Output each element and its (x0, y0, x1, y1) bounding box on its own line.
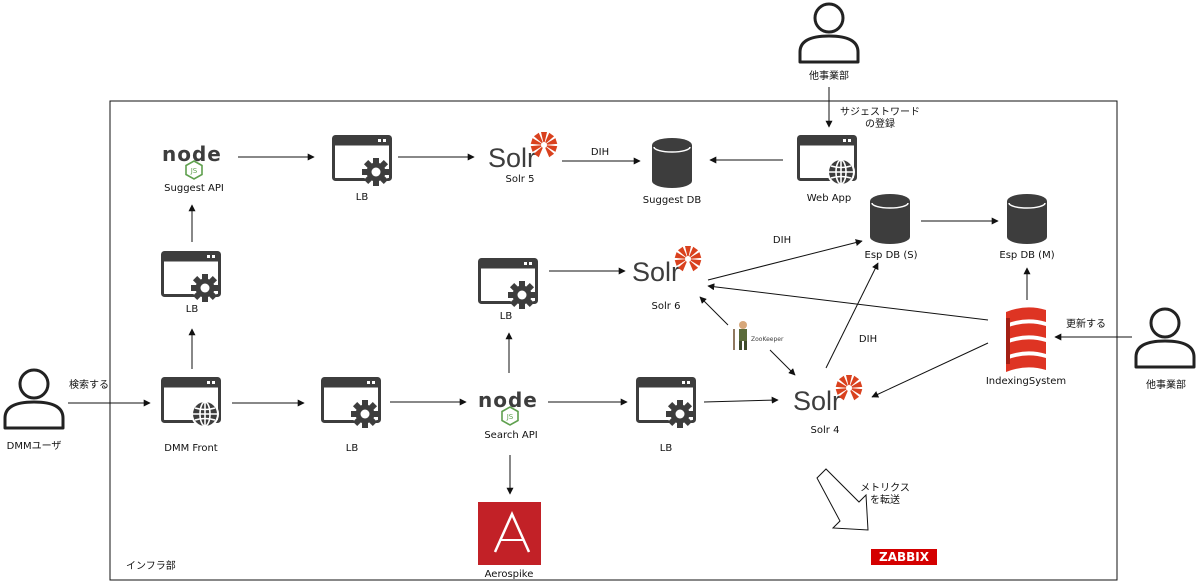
solr6-label: Solr 6 (651, 301, 681, 312)
solr4-logo: Solr (793, 375, 863, 416)
arrow-lb-to-solr4 (703, 396, 779, 404)
lb-front-label: LB (345, 443, 359, 454)
dih-top-label: DIH (590, 147, 610, 158)
dmm-front-icon (161, 377, 221, 430)
arrow-solr6-to-espdb-s (707, 239, 863, 281)
suggest-api-label: Suggest API (164, 183, 224, 194)
arrow-solr4-to-espdb-s (825, 262, 879, 369)
search-api-label: Search API (484, 430, 538, 441)
esp-db-m-label: Esp DB (M) (999, 250, 1055, 261)
update-action-label: 更新する (1066, 319, 1106, 330)
svg-text:ZooKeeper: ZooKeeper (751, 336, 784, 343)
lb-top-label: LB (355, 192, 369, 203)
infra-boundary (109, 100, 1118, 581)
other-dept-top-user-icon (798, 2, 860, 64)
metrics-transfer-label: メトリクス を転送 (860, 483, 910, 506)
lb-right-icon (636, 377, 696, 430)
dmm-user-label: DMMユーザ (6, 441, 62, 452)
lb-front-icon (321, 377, 381, 430)
esp-db-s-label: Esp DB (S) (864, 250, 918, 261)
other-dept-top-label: 他事業部 (809, 71, 849, 82)
svg-text:Solr: Solr (793, 386, 841, 416)
svg-text:Solr: Solr (488, 143, 536, 173)
suggest-db-label: Suggest DB (642, 195, 702, 206)
solr5-logo: Solr (488, 132, 558, 173)
suggest-word-registration-label: サジェストワード の登録 (840, 107, 920, 130)
connections (68, 87, 1132, 495)
suggest-db-icon (651, 137, 693, 189)
arrow-indexing-to-solr4 (871, 342, 989, 398)
lb-mid-left-label: LB (185, 304, 199, 315)
esp-db-s-icon (869, 193, 911, 245)
zookeeper-logo: ZooKeeper (733, 321, 784, 350)
other-dept-right-user-icon (1134, 307, 1196, 369)
infra-boundary-label: インフラ部 (126, 561, 176, 572)
zabbix-logo: ZABBIX (871, 549, 937, 565)
svg-text:Solr: Solr (632, 257, 680, 287)
arrow-zk-to-solr4 (769, 349, 796, 376)
dih-right-label: DIH (858, 334, 878, 345)
lb-top-icon (332, 135, 392, 188)
lb-search-label: LB (499, 311, 513, 322)
web-app-label: Web App (806, 193, 852, 204)
dmm-user-icon (3, 368, 65, 430)
suggest-api-node-logo: node JS (162, 142, 221, 180)
dmm-front-label: DMM Front (164, 443, 218, 454)
aerospike-label: Aerospike (484, 569, 534, 580)
search-api-node-logo: node JS (478, 388, 537, 426)
metrics-arrow (816, 468, 869, 531)
indexing-system-label: IndexingSystem (985, 376, 1067, 387)
dih-mid-label: DIH (772, 235, 792, 246)
svg-text:JS: JS (190, 167, 198, 175)
esp-db-m-icon (1006, 193, 1048, 245)
search-action-label: 検索する (69, 380, 109, 391)
arrow-indexing-to-solr6 (707, 283, 989, 321)
lb-right-label: LB (659, 443, 673, 454)
svg-text:ZABBIX: ZABBIX (879, 550, 930, 564)
aerospike-logo (478, 502, 541, 565)
indexing-system-icon (1006, 307, 1046, 372)
solr6-logo: Solr (632, 246, 702, 287)
solr5-label: Solr 5 (505, 174, 535, 185)
svg-text:JS: JS (506, 413, 514, 421)
arrow-zk-to-solr6 (699, 296, 729, 326)
lb-mid-left-icon (161, 251, 221, 304)
lb-search-icon (478, 258, 538, 311)
other-dept-right-label: 他事業部 (1146, 380, 1186, 391)
solr4-label: Solr 4 (810, 425, 840, 436)
web-app-icon (797, 135, 857, 188)
